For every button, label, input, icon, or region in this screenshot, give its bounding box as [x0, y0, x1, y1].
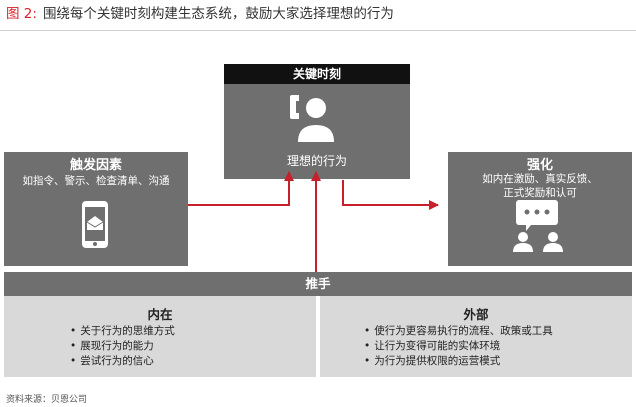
external-panel: 外部 使行为更容易执行的流程、政策或工具 让行为变得可能的实体环境 为行为提供权…	[320, 296, 632, 377]
list-item: 关于行为的思维方式	[70, 324, 175, 339]
figure-number: 图 2:	[6, 6, 37, 22]
external-list: 使行为更容易执行的流程、政策或工具 让行为变得可能的实体环境 为行为提供权限的运…	[364, 324, 553, 369]
list-item: 展现行为的能力	[70, 339, 175, 354]
internal-panel: 内在 关于行为的思维方式 展现行为的能力 尝试行为的信心	[4, 296, 316, 377]
internal-list: 关于行为的思维方式 展现行为的能力 尝试行为的信心	[70, 324, 175, 369]
chat-bubble-people-icon	[513, 200, 563, 252]
external-header: 外部	[463, 307, 489, 322]
phone-person-icon	[290, 95, 334, 142]
list-item: 尝试行为的信心	[70, 354, 175, 369]
source-note: 资料来源：贝恩公司	[6, 395, 88, 405]
figure-title: 图 2: 围绕每个关键时刻构建生态系统，鼓励大家选择理想的行为	[6, 4, 394, 24]
key-moment-box	[224, 68, 410, 179]
figure-title-text: 围绕每个关键时刻构建生态系统，鼓励大家选择理想的行为	[42, 6, 394, 22]
arrow-trigger-to-key-moment	[188, 171, 294, 206]
push-bar: 推手	[4, 272, 632, 296]
list-item: 为行为提供权限的运营模式	[364, 354, 553, 369]
list-item: 让行为变得可能的实体环境	[364, 339, 553, 354]
trigger-subtitle: 如指令、警示、检查清单、沟通	[22, 175, 170, 187]
internal-header: 内在	[147, 307, 173, 322]
title-divider	[0, 30, 636, 31]
reinforcement-subtitle-line: 如内在激励、真实反馈、	[482, 173, 598, 185]
reinforcement-subtitle-line: 正式奖励和认可	[503, 187, 577, 199]
trigger-header: 触发因素	[69, 158, 122, 173]
smartphone-message-icon	[82, 201, 108, 248]
reinforcement-subtitle: 如内在激励、真实反馈、 正式奖励和认可	[448, 172, 632, 200]
flow-arrows	[188, 171, 439, 272]
list-item: 使行为更容易执行的流程、政策或工具	[364, 324, 553, 339]
arrow-key-moment-to-reinforcement	[342, 180, 439, 210]
key-moment-label: 理想的行为	[286, 154, 347, 168]
key-moment-header: 关键时刻	[224, 64, 410, 84]
reinforcement-header: 强化	[526, 158, 553, 173]
